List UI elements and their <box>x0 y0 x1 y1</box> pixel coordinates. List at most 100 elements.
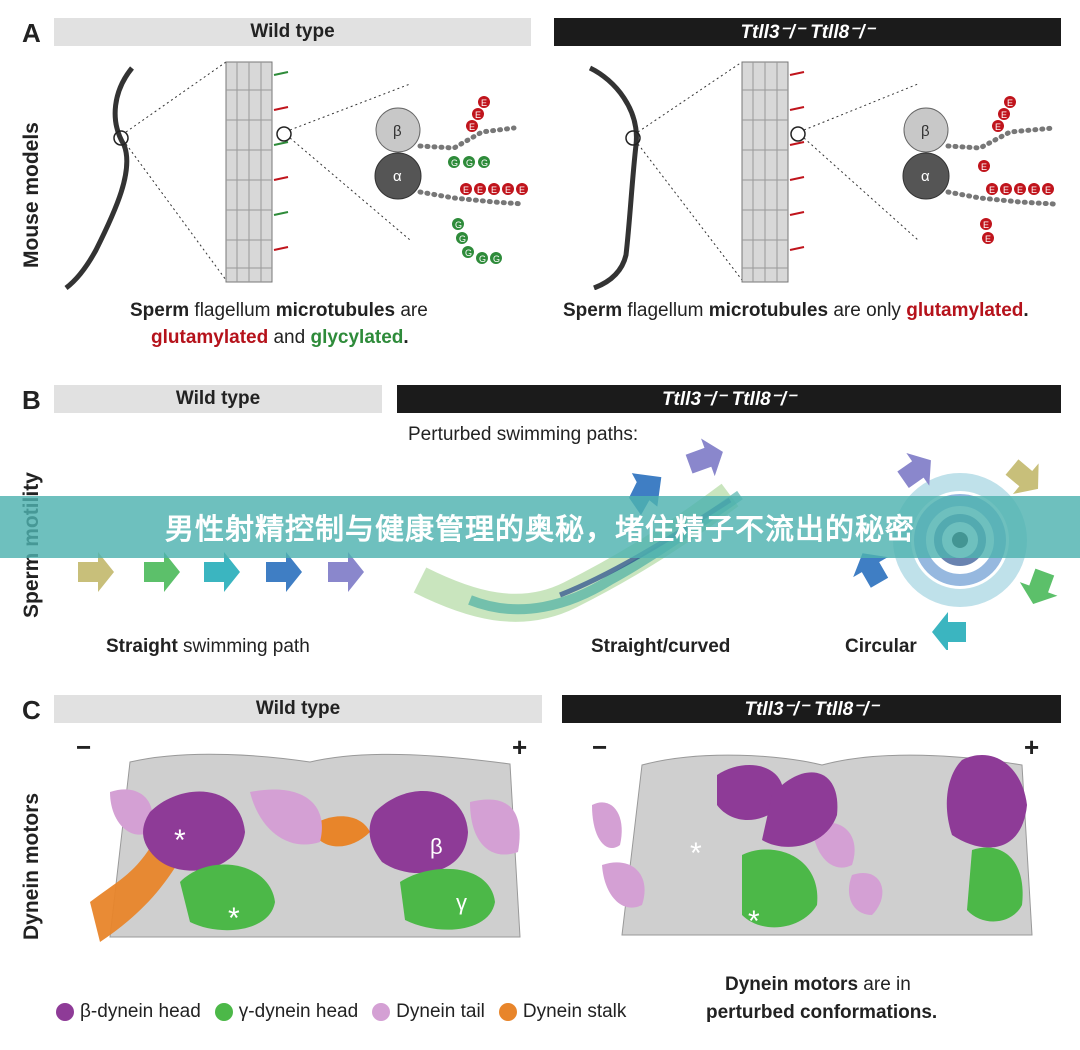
sperm-flagellum <box>588 65 639 290</box>
svg-text:E: E <box>475 110 481 120</box>
panel-c-wildtype-header: Wild type <box>54 695 542 723</box>
microtubule <box>741 61 805 283</box>
microtubule <box>225 61 289 283</box>
straight-curved-label: Straight/curved <box>591 636 731 657</box>
minus-end-label: − <box>592 732 608 762</box>
svg-text:E: E <box>1001 110 1007 120</box>
svg-text:E: E <box>1031 185 1037 195</box>
arrow-icon <box>78 552 114 592</box>
plus-end-label: + <box>512 732 528 762</box>
arrow-icon <box>144 552 180 592</box>
beta-dynein-head <box>762 772 838 847</box>
svg-text:E: E <box>505 185 511 195</box>
panel-c-caption-line1: Dynein motors are in <box>725 974 911 995</box>
gamma-dynein-head <box>967 847 1023 922</box>
gamma-label: γ <box>456 890 467 915</box>
panel-a-letter: A <box>22 18 41 48</box>
panel-a-knockout-illustration: β α E E E E E E E E E E E <box>588 61 1057 290</box>
svg-text:E: E <box>985 234 991 244</box>
panel-a-caption-wildtype-line1: Sperm flagellum microtubules are <box>130 300 428 321</box>
gamma-dynein-head <box>742 849 818 928</box>
gamma-dynein-head-swatch <box>214 1003 233 1021</box>
arrow-icon <box>328 552 364 592</box>
svg-text:G: G <box>465 248 472 258</box>
asterisk-label: * <box>174 824 186 857</box>
svg-text:G: G <box>459 234 466 244</box>
dynein-tail <box>848 873 883 915</box>
svg-text:G: G <box>493 254 500 264</box>
sperm-flagellum <box>64 66 134 290</box>
svg-text:β: β <box>921 123 930 140</box>
plus-end-label: + <box>1024 732 1040 762</box>
svg-text:E: E <box>1007 98 1013 108</box>
arrow-icon <box>685 438 723 477</box>
svg-text:E: E <box>463 185 469 195</box>
straight-path-label: Straight swimming path <box>106 636 310 657</box>
panel-a-caption-knockout: Sperm flagellum microtubules are only gl… <box>563 300 1029 321</box>
beta-label: β <box>430 834 443 859</box>
panel-a-knockout-header: Ttll3⁻/⁻ Ttll8⁻/⁻ <box>554 18 1061 46</box>
glycylation-chain-bottom: G G G G G <box>452 218 502 264</box>
panel-c-knockout-header: Ttll3⁻/⁻ Ttll8⁻/⁻ <box>562 695 1061 723</box>
svg-text:E: E <box>519 185 525 195</box>
dynein-tail-swatch <box>372 1003 391 1021</box>
glutamylation-chain-bottom: E E E E E E E <box>980 183 1054 244</box>
zoom-circle <box>113 130 129 146</box>
svg-text:E: E <box>477 185 483 195</box>
wildtype-dynein-model: * * β γ <box>90 753 521 942</box>
perturbed-paths-label: Perturbed swimming paths: <box>408 424 639 445</box>
panel-c-caption-line2: perturbed conformations. <box>706 1002 938 1023</box>
svg-text:E: E <box>981 162 987 172</box>
panel-b-wildtype-header: Wild type <box>54 385 382 413</box>
glutamylation-chain-top: E E E E <box>978 96 1016 172</box>
asterisk-label: * <box>748 905 760 938</box>
legend-label: γ-dynein head <box>238 1001 359 1022</box>
gamma-dynein-head <box>180 864 275 931</box>
panel-a-caption-wildtype-line2: glutamylated and glycylated. <box>151 327 409 348</box>
asterisk-label: * <box>228 902 240 935</box>
svg-text:E: E <box>491 185 497 195</box>
beta-tubulin-label: β <box>393 123 402 140</box>
arrow-icon <box>1019 568 1058 604</box>
svg-text:E: E <box>1045 185 1051 195</box>
svg-text:E: E <box>481 98 487 108</box>
arrow-icon <box>897 453 931 488</box>
gamma-dynein-head <box>400 868 495 930</box>
title-banner: 男性射精控制与健康管理的奥秘，堵住精子不流出的秘密 <box>0 496 1080 558</box>
legend: β-dynein head γ-dynein head Dynein tail … <box>56 1001 626 1023</box>
panel-c-row-label: Dynein motors <box>20 792 43 940</box>
dynein-tail <box>250 789 322 845</box>
alpha-tubulin-label: α <box>393 168 402 185</box>
arrow-icon <box>266 552 302 592</box>
beta-dynein-head <box>717 765 784 820</box>
svg-text:G: G <box>479 254 486 264</box>
straight-path-arrows <box>78 552 364 592</box>
asterisk-label: * <box>690 837 702 870</box>
beta-dynein-head <box>143 791 245 871</box>
svg-text:E: E <box>1003 185 1009 195</box>
arrow-icon <box>853 553 889 588</box>
panel-a-wildtype-header: Wild type <box>54 18 531 46</box>
svg-text:E: E <box>1017 185 1023 195</box>
panel-b-knockout-header: Ttll3⁻/⁻ Ttll8⁻/⁻ <box>397 385 1061 413</box>
svg-text:G: G <box>451 158 458 168</box>
legend-label: Dynein tail <box>396 1001 485 1022</box>
banner-text: 男性射精控制与健康管理的奥秘，堵住精子不流出的秘密 <box>164 512 915 546</box>
svg-text:G: G <box>466 158 473 168</box>
panel-b-letter: B <box>22 385 41 415</box>
beta-dynein-head-swatch <box>56 1003 74 1021</box>
arrow-icon <box>204 552 240 592</box>
svg-text:E: E <box>995 122 1001 132</box>
svg-text:E: E <box>989 185 995 195</box>
arrow-icon <box>932 612 966 650</box>
panel-a-wildtype-illustration: β α E E E G G G E E E E E G G G G G <box>64 61 528 290</box>
legend-label: β-dynein head <box>80 1001 201 1022</box>
svg-text:G: G <box>455 220 462 230</box>
dynein-tail <box>592 802 622 849</box>
panel-c-letter: C <box>22 695 41 725</box>
minus-end-label: − <box>76 732 92 762</box>
svg-text:α: α <box>921 168 930 185</box>
circular-label: Circular <box>845 636 917 657</box>
dynein-tail <box>602 862 645 908</box>
arrow-icon <box>1005 459 1039 494</box>
